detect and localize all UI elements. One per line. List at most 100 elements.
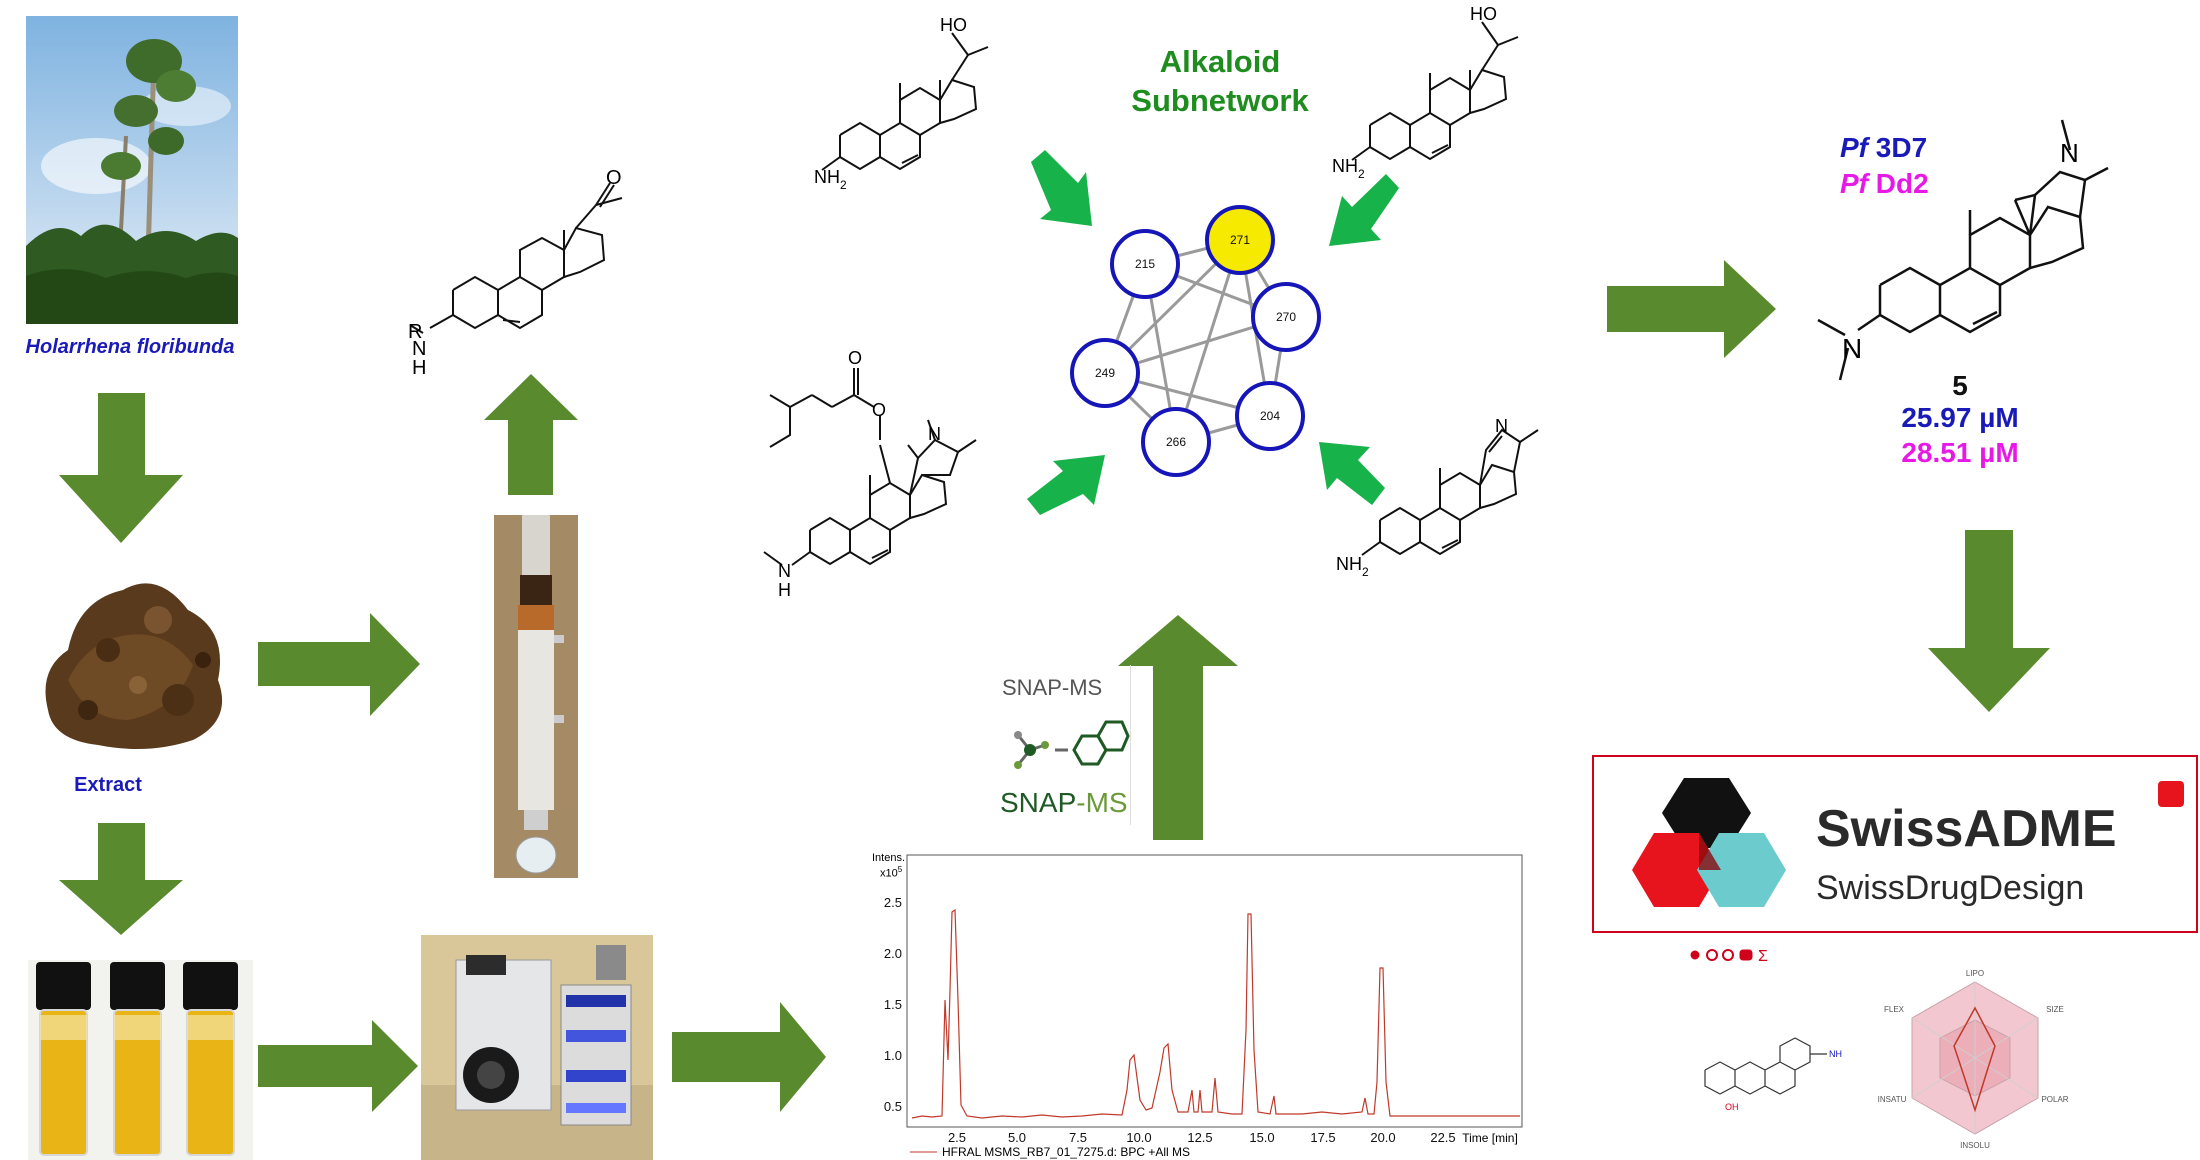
strain-labels: Pf 3D7 Pf Dd2 <box>1840 130 2000 202</box>
vials-photo <box>28 960 253 1160</box>
node-label: 271 <box>1230 233 1250 247</box>
arrow-small-midleft <box>1027 455 1105 515</box>
tr-ho: HO <box>1470 4 1497 24</box>
node-label: 270 <box>1276 310 1296 324</box>
chromatogram-plot: 2.5 2.0 1.5 1.0 0.5 2.5 5.0 7.5 10.0 12.… <box>884 854 1523 1159</box>
svg-text:20.0: 20.0 <box>1370 1130 1395 1145</box>
swissadme-logo-icon <box>1632 778 1786 907</box>
arrow-up-column <box>484 374 578 495</box>
svg-text:2.5: 2.5 <box>884 895 902 910</box>
svg-text:5.0: 5.0 <box>1008 1130 1026 1145</box>
scaffold-structure: R N H O <box>408 167 623 379</box>
svg-text:12.5: 12.5 <box>1187 1130 1212 1145</box>
compound-number: 5 <box>1952 370 1968 401</box>
compound-n-methyl: N <box>2060 138 2079 168</box>
swiss-flag-icon <box>2158 781 2184 807</box>
node-label: 249 <box>1095 366 1115 380</box>
structure-top-left: HO NH 2 <box>814 15 989 192</box>
svg-text:Time [min]: Time [min] <box>1462 1131 1518 1145</box>
svg-text:0.5: 0.5 <box>884 1099 902 1114</box>
swissadme-radar: LIPO SIZE POLAR INSOLU INSATU FLEX <box>1878 969 2069 1150</box>
ic50-dd2: 28.51 µM <box>1901 437 2019 468</box>
arrow-small-midright <box>1319 442 1385 505</box>
network-title-line2: Subnetwork <box>1131 83 1309 118</box>
arrow-down-extract <box>59 823 183 935</box>
ml-o2: O <box>872 400 886 420</box>
svg-text:22.5: 22.5 <box>1430 1130 1455 1145</box>
tl-ho: HO <box>940 15 967 35</box>
ml-nh-n: N <box>778 561 791 581</box>
arrow-right-vials <box>258 1020 418 1112</box>
node-266 <box>1141 407 1211 477</box>
svg-text:SIZE: SIZE <box>2046 1005 2064 1014</box>
structure-bottom-right: N NH 2 <box>1336 416 1539 579</box>
arrow-up-snapms <box>1118 615 1238 840</box>
svg-text:2.0: 2.0 <box>884 946 902 961</box>
svg-text:1.0: 1.0 <box>884 1048 902 1063</box>
extract-photo <box>45 583 223 749</box>
snapms-top-label: SNAP-MS <box>1002 675 1103 700</box>
svg-text:2.5: 2.5 <box>948 1130 966 1145</box>
node-label: 215 <box>1135 257 1155 271</box>
plant-label: Holarrhena floribunda <box>25 336 235 358</box>
tr-nh2: NH <box>1332 156 1358 176</box>
snapms-panel: SNAP-MS SNAP-MS <box>980 665 1131 825</box>
svg-text:7.5: 7.5 <box>1069 1130 1087 1145</box>
arrow-right-hplc <box>672 1002 826 1112</box>
svg-text:10.0: 10.0 <box>1126 1130 1151 1145</box>
arrow-small-topright <box>1329 174 1399 246</box>
plant-photo <box>26 16 238 324</box>
arrow-right-network <box>1607 260 1776 358</box>
snapms-logo-icon <box>1014 720 1130 769</box>
swissadme-subtitle: SwissDrugDesign <box>1816 869 2085 907</box>
ml-n: N <box>928 424 941 444</box>
svg-text:INSATU: INSATU <box>1878 1095 1907 1104</box>
svg-text:2: 2 <box>1362 565 1369 579</box>
hplc-photo <box>421 935 653 1160</box>
node-270 <box>1251 282 1321 352</box>
chromatogram-panel: Intens. x105 2.5 2.0 1.5 1.0 0.5 2.5 5.0… <box>842 850 1532 1160</box>
svg-text:2: 2 <box>840 178 847 192</box>
node-271 <box>1205 205 1275 275</box>
swissadme-title: SwissADME <box>1816 800 2117 858</box>
chrom-intens-label: Intens. <box>872 852 906 864</box>
svg-text:HFRAL MSMS_RB7_01_7275.d: BPC: HFRAL MSMS_RB7_01_7275.d: BPC +All MS <box>942 1145 1190 1159</box>
arrow-small-topleft <box>1031 150 1092 226</box>
svg-text:INSOLU: INSOLU <box>1960 1141 1990 1150</box>
node-204 <box>1235 381 1305 451</box>
arrow-down-result <box>1928 530 2050 712</box>
strain-3d7: Pf 3D7 <box>1840 132 1928 163</box>
svg-text:NH: NH <box>1829 1049 1842 1059</box>
ml-o1: O <box>848 348 862 368</box>
swissadme-molecule: NH OH <box>1704 1037 1842 1112</box>
swissadme-box: SwissADME SwissDrugDesign <box>1592 755 2198 933</box>
br-nh2: NH <box>1336 554 1362 574</box>
strain-dd2: Pf Dd2 <box>1840 168 1929 199</box>
svg-text:Σ: Σ <box>1758 948 1768 965</box>
column-photo <box>494 515 578 878</box>
arrow-down-plant <box>59 393 183 543</box>
svg-text:FLEX: FLEX <box>1884 1005 1905 1014</box>
network-title: Alkaloid Subnetwork <box>1100 42 1340 120</box>
compound-5-structure: N N <box>1817 119 2109 381</box>
swissadme-icons-row: Σ <box>1690 948 1768 965</box>
scaffold-n: N <box>412 338 426 360</box>
ic50-3d7: 25.97 µM <box>1901 402 2019 433</box>
scaffold-r: R <box>408 321 422 343</box>
node-215 <box>1110 229 1180 299</box>
br-n: N <box>1495 416 1508 436</box>
compound-n-dimethyl: N <box>1842 333 1862 364</box>
extract-label: Extract <box>74 774 142 796</box>
node-label: 266 <box>1166 435 1186 449</box>
alkaloid-network: 215 271 270 249 204 266 <box>1070 205 1321 477</box>
svg-text:2: 2 <box>1358 167 1365 181</box>
structure-mid-left: O O N N H <box>763 348 977 600</box>
tl-nh2: NH <box>814 167 840 187</box>
svg-text:LIPO: LIPO <box>1966 969 1984 978</box>
structure-top-right: HO NH 2 <box>1332 4 1519 181</box>
chrom-scale-label: x105 <box>880 865 903 880</box>
ml-nh-h: H <box>778 580 791 600</box>
node-249 <box>1070 338 1140 408</box>
scaffold-o: O <box>606 167 622 189</box>
